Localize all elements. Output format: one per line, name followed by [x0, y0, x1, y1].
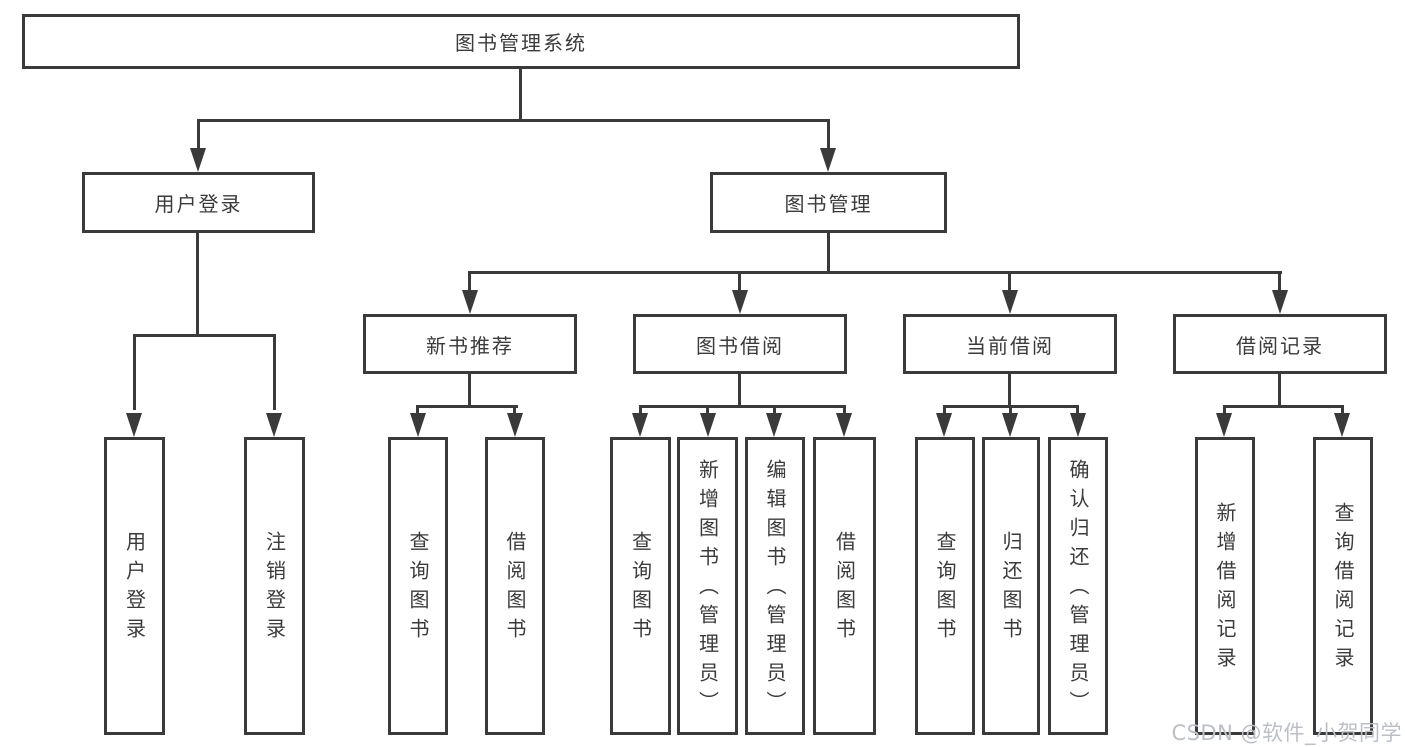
leaf-logout: 注销登录	[244, 437, 305, 735]
leaf-query-borrow-record: 查询借阅记录	[1313, 437, 1373, 735]
leaf-return-books: 归还图书	[982, 437, 1040, 735]
node-label: 查询图书	[933, 531, 957, 647]
connector-arrowhead-icon	[1070, 413, 1086, 437]
connector-arrowhead-icon	[632, 413, 648, 437]
node-borrow-records: 借阅记录	[1173, 314, 1387, 374]
connector-arrowhead-icon	[190, 148, 206, 172]
connector-stem	[1008, 271, 1011, 291]
csdn-watermark: CSDN @软件_小贺同学	[1171, 721, 1402, 745]
node-current-borrow: 当前借阅	[903, 314, 1117, 374]
connector-arrowhead-icon	[1002, 290, 1018, 314]
node-label: 查询图书	[406, 531, 430, 647]
connector-arrowhead-icon	[507, 413, 523, 437]
connector-root-hline	[197, 119, 830, 122]
node-label: 确认归还（管理员）	[1066, 458, 1090, 720]
connector-arrowhead-icon	[836, 413, 852, 437]
node-label: 归还图书	[999, 531, 1023, 647]
connector-arrowhead-icon	[732, 290, 748, 314]
leaf-borrow-books-recommend: 借阅图书	[485, 437, 545, 735]
connector-borrow-vline	[738, 374, 741, 407]
node-label: 新增借阅记录	[1213, 502, 1237, 676]
node-user-login: 用户登录	[82, 172, 315, 233]
node-book-management: 图书管理	[710, 172, 947, 233]
connector-arrowhead-icon	[126, 413, 142, 437]
connector-stem	[1009, 405, 1012, 417]
leaf-add-borrow-record: 新增借阅记录	[1195, 437, 1255, 735]
connector-arrowhead-icon	[410, 413, 426, 437]
leaf-query-books-recommend: 查询图书	[388, 437, 448, 735]
connector-stem	[273, 334, 276, 410]
leaf-borrow-books: 借阅图书	[813, 437, 876, 735]
connector-arrowhead-icon	[820, 148, 836, 172]
connector-arrowhead-icon	[1334, 413, 1350, 437]
connector-mgmt-hline	[468, 271, 1282, 274]
connector-stem	[943, 405, 946, 417]
connector-stem	[639, 405, 642, 417]
node-label: 图书借阅	[696, 333, 784, 358]
leaf-query-books-current: 查询图书	[915, 437, 975, 735]
leaf-user-login: 用户登录	[104, 437, 165, 735]
leaf-edit-books-admin: 编辑图书（管理员）	[745, 437, 805, 735]
connector-stem	[513, 405, 516, 417]
connector-arrowhead-icon	[462, 290, 478, 314]
connector-arrowhead-icon	[766, 413, 782, 437]
connector-login-vline	[196, 233, 199, 336]
connector-stem	[416, 405, 419, 417]
node-label: 注销登录	[262, 531, 287, 647]
node-label: 查询借阅记录	[1331, 502, 1355, 676]
connector-arrowhead-icon	[1216, 413, 1232, 437]
connector-arrowhead-icon	[936, 413, 952, 437]
connector-stem	[1076, 405, 1079, 417]
connector-newbook-vline	[468, 374, 471, 407]
connector-stem	[1341, 405, 1344, 417]
leaf-confirm-return-admin: 确认归还（管理员）	[1048, 437, 1108, 735]
node-new-book-recommend: 新书推荐	[363, 314, 577, 374]
node-label: 用户登录	[122, 531, 147, 647]
leaf-add-books-admin: 新增图书（管理员）	[677, 437, 738, 735]
connector-arrowhead-icon	[700, 413, 716, 437]
connector-stem	[197, 119, 200, 151]
connector-stem	[1223, 405, 1226, 417]
connector-arrowhead-icon	[1272, 290, 1288, 314]
node-label: 编辑图书（管理员）	[763, 458, 787, 720]
connector-root-vline	[519, 68, 522, 121]
connector-records-vline	[1278, 374, 1281, 407]
connector-stem	[827, 119, 830, 151]
node-label: 借阅图书	[832, 531, 857, 647]
connector-stem	[133, 334, 136, 410]
connector-stem	[773, 405, 776, 417]
node-label: 新增图书（管理员）	[695, 458, 720, 720]
node-label: 图书管理系统	[455, 31, 587, 55]
node-label: 图书管理	[784, 192, 873, 216]
connector-newbook-hline	[416, 405, 518, 408]
node-label: 当前借阅	[966, 333, 1054, 358]
connector-arrowhead-icon	[1002, 413, 1018, 437]
connector-stem	[468, 271, 471, 291]
node-label: 借阅图书	[503, 531, 527, 647]
connector-arrowhead-icon	[266, 413, 282, 437]
leaf-query-books-borrow: 查询图书	[610, 437, 671, 735]
connector-stem	[706, 405, 709, 417]
node-label: 查询图书	[628, 531, 653, 647]
node-label: 用户登录	[154, 192, 243, 216]
node-book-management-system: 图书管理系统	[22, 14, 1020, 69]
node-label: 借阅记录	[1236, 333, 1324, 358]
connector-login-hline	[133, 334, 276, 337]
connector-mgmt-vline	[827, 233, 830, 273]
connector-stem	[738, 271, 741, 291]
connector-records-hline	[1223, 405, 1344, 408]
connector-stem	[843, 405, 846, 417]
connector-borrow-hline	[639, 405, 846, 408]
node-book-borrow: 图书借阅	[633, 314, 847, 374]
node-label: 新书推荐	[426, 333, 514, 358]
connector-current-vline	[1008, 374, 1011, 407]
connector-stem	[1278, 271, 1281, 291]
